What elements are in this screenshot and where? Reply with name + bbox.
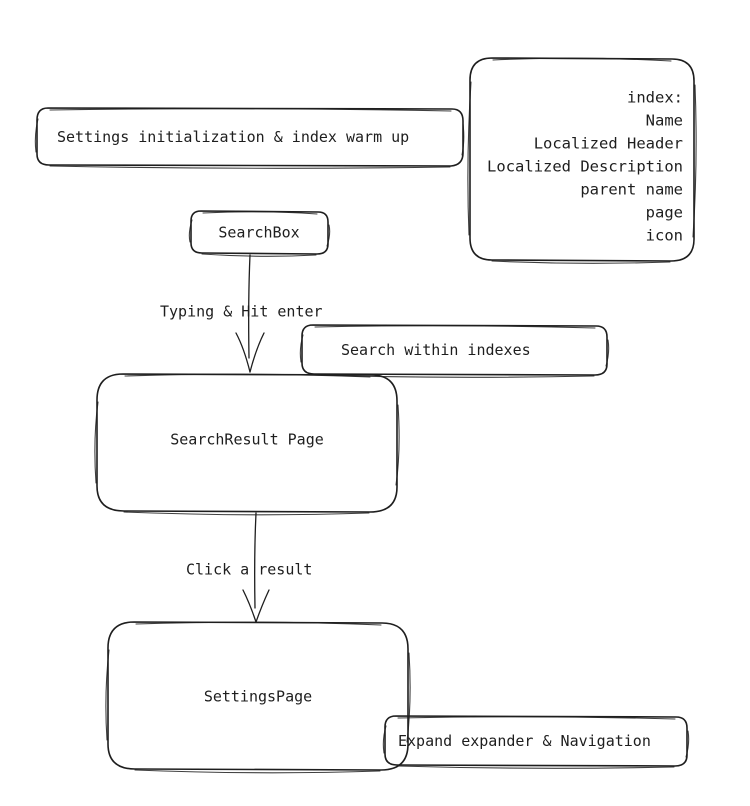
node-search-box-label: SearchBox bbox=[218, 224, 299, 242]
node-search-result-page-label: SearchResult Page bbox=[170, 431, 324, 449]
node-shape bbox=[96, 373, 398, 513]
node-shape-sketch-overlay bbox=[94, 373, 400, 516]
edge-typing-hit-enter: Typing & Hit enter bbox=[160, 254, 323, 373]
index-note-shape bbox=[469, 57, 695, 262]
edge-typing-arrowhead-left bbox=[235, 332, 251, 373]
index-line-0: index: bbox=[627, 89, 683, 107]
edge-typing-label: Typing & Hit enter bbox=[160, 303, 323, 321]
edge-click-line bbox=[254, 512, 257, 609]
note-shape-sketch-overlay bbox=[299, 325, 610, 378]
node-shape-sketch-overlay bbox=[188, 211, 331, 257]
node-search-within-indexes-note[interactable]: Search within indexes bbox=[299, 324, 610, 378]
edge-click-arrowhead-left bbox=[242, 589, 257, 623]
index-note-shape-sketch-overlay bbox=[467, 57, 697, 264]
note-shape-sketch-overlay bbox=[34, 108, 465, 169]
index-line-3: Localized Description bbox=[487, 158, 683, 176]
node-index-note[interactable]: index: Name Localized Header Localized D… bbox=[467, 57, 697, 264]
note-shape bbox=[301, 324, 608, 376]
note-shape-sketch-overlay bbox=[382, 716, 690, 769]
edge-click-a-result: Click a result bbox=[186, 512, 312, 623]
node-search-within-indexes-label: Search within indexes bbox=[341, 341, 531, 359]
edge-click-label: Click a result bbox=[186, 561, 312, 579]
index-line-2: Localized Header bbox=[534, 135, 683, 153]
note-shape bbox=[384, 715, 688, 767]
node-search-result-page[interactable]: SearchResult Page bbox=[94, 373, 400, 516]
node-settings-init-note[interactable]: Settings initialization & index warm up bbox=[34, 107, 465, 169]
node-settings-init-note-label: Settings initialization & index warm up bbox=[57, 128, 409, 146]
node-settings-page[interactable]: SettingsPage bbox=[105, 621, 411, 774]
node-shape bbox=[190, 210, 329, 255]
node-settings-page-label: SettingsPage bbox=[204, 688, 312, 706]
edge-click-arrowhead-right bbox=[255, 589, 270, 623]
index-line-1: Name bbox=[646, 112, 683, 130]
node-search-box[interactable]: SearchBox bbox=[188, 210, 331, 257]
edge-typing-arrowhead-right bbox=[249, 332, 265, 373]
edge-typing-line bbox=[248, 254, 251, 359]
node-expand-expander-label: Expand expander & Navigation bbox=[398, 732, 651, 750]
node-expand-expander-note[interactable]: Expand expander & Navigation bbox=[382, 715, 690, 769]
node-shape-sketch-overlay bbox=[105, 621, 411, 774]
note-shape bbox=[36, 107, 464, 167]
index-line-4: parent name bbox=[580, 181, 683, 199]
index-line-6: icon bbox=[646, 227, 683, 245]
index-line-5: page bbox=[646, 204, 683, 222]
node-shape bbox=[107, 621, 409, 771]
